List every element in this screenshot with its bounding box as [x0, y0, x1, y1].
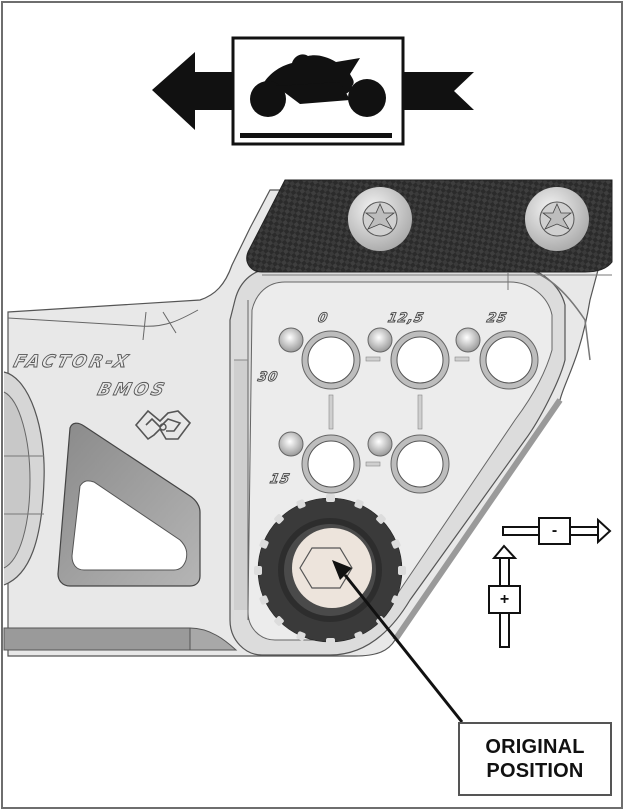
position-label-30: 30 [256, 370, 280, 386]
brand-logo-icon [134, 409, 192, 441]
indicator-hole [367, 431, 393, 457]
hole-12-5 [390, 330, 450, 390]
pivot-bore [3, 371, 45, 586]
plus-sign-box: + [488, 585, 521, 614]
position-label-25: 25 [485, 311, 509, 327]
hole-lower-middle [390, 434, 450, 494]
lightening-pocket [57, 422, 201, 587]
forward-direction-sign [152, 36, 474, 146]
adjuster-knob [254, 494, 406, 646]
position-label-12-5: 12,5 [386, 311, 426, 327]
indicator-hole [455, 327, 481, 353]
callout-line-2: POSITION [486, 760, 584, 782]
torx-screw-left [348, 187, 412, 251]
indicator-hole [367, 327, 393, 353]
callout-pointer [332, 560, 464, 723]
hole-15 [301, 434, 361, 494]
motorcycle-icon [250, 54, 386, 117]
indicator-hole [278, 327, 304, 353]
ground-line-icon [240, 133, 392, 138]
carbon-heel-guard [246, 179, 613, 290]
arrowhead-icon [332, 560, 352, 580]
hole-0 [301, 330, 361, 390]
position-label-15: 15 [268, 472, 292, 488]
hole-25 [479, 330, 539, 390]
brand-text-factor-x: FACTOR-X [11, 352, 133, 373]
position-holes [278, 327, 539, 494]
indicator-hole [278, 431, 304, 457]
arrow-left-icon [152, 52, 236, 130]
arrow-tail-icon [404, 72, 474, 110]
hex-socket-icon [299, 547, 353, 589]
torx-screw-right [525, 187, 589, 251]
callout-line-1: ORIGINAL [485, 736, 585, 758]
minus-icon: - [551, 522, 558, 539]
plus-icon: + [499, 590, 510, 608]
brand-text-bmos: BMOS [95, 380, 170, 401]
minus-sign-box: - [538, 517, 571, 545]
original-position-callout: ORIGINAL POSITION [458, 722, 612, 796]
